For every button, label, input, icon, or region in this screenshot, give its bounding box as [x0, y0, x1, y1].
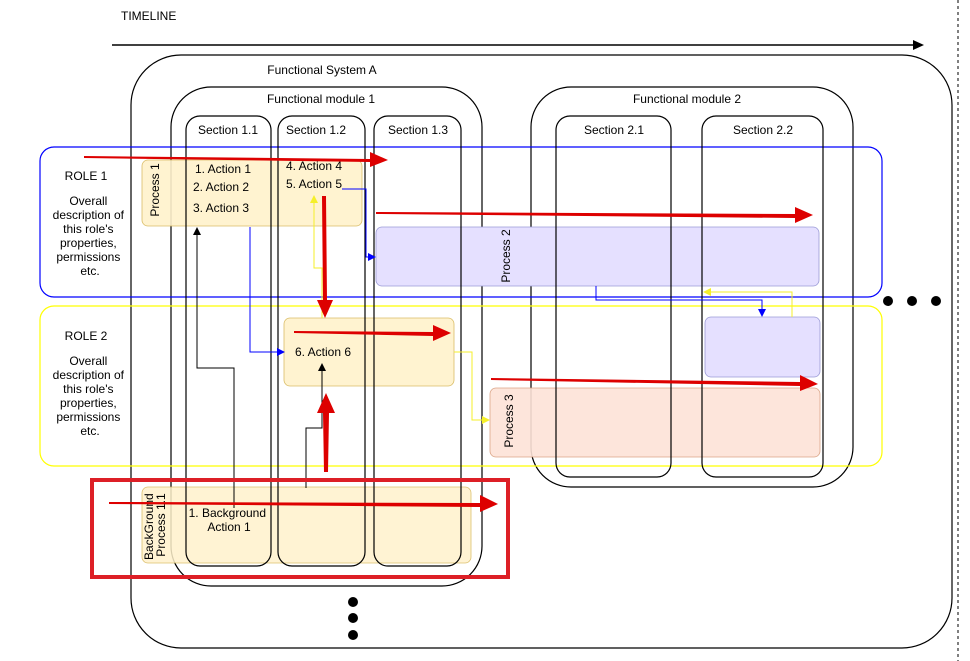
flow-arrow-role-2-a [294, 325, 451, 341]
functional-module-1-title: Functional module 1 [267, 92, 375, 106]
role-2-desc-line: Overall [69, 354, 107, 368]
action-1-text: 1. Action 1 [195, 162, 251, 176]
section-1-2-title: Section 1.2 [286, 123, 346, 137]
section-1-3-title: Section 1.3 [388, 123, 448, 137]
section-2-2-title: Section 2.2 [733, 123, 793, 137]
role-2-description: Overall description of this role's prope… [53, 354, 128, 438]
role-2-desc-line: description of [53, 368, 125, 382]
process-2-sub-box [704, 316, 821, 378]
background-process-label-line: BackGround [142, 493, 156, 560]
more-processes-dot [348, 630, 358, 640]
flow-arrow-up-from-bg [317, 393, 335, 472]
section-1-1-column [185, 115, 272, 567]
timeline-label: TIMELINE [121, 9, 176, 23]
connector-process-2-to-sub [595, 286, 766, 317]
more-processes-dot [348, 613, 358, 623]
background-action-text: 1. Background Action 1 [189, 506, 270, 534]
connector-action-5-to-process-2 [342, 188, 376, 261]
process-3-label: Process 3 [502, 394, 516, 448]
connector-bg-to-action-6 [305, 363, 326, 488]
connector-action-6-to-process-3 [454, 351, 490, 424]
role-1-desc-line: permissions [56, 250, 120, 264]
flow-arrow-background [109, 495, 498, 512]
role-2-title: ROLE 2 [65, 329, 108, 343]
section-2-1-title: Section 2.1 [584, 123, 644, 137]
section-1-3-column [373, 115, 462, 567]
section-2-2-column [701, 115, 824, 478]
section-2-1-column [555, 115, 672, 478]
process-2-box [375, 226, 820, 287]
section-1-2-column [277, 115, 366, 567]
more-processes-dot [348, 597, 358, 607]
background-highlight-frame [90, 478, 510, 579]
section-1-1-title: Section 1.1 [198, 123, 258, 137]
background-process-box [141, 486, 472, 564]
process-1-label: Process 1 [148, 163, 162, 217]
process-3-box [489, 387, 821, 458]
background-action-line: 1. Background [189, 506, 266, 520]
background-action-line: Action 1 [207, 520, 251, 534]
timeline-arrowhead [913, 40, 924, 50]
role-1-description: Overall description of this role's prope… [53, 194, 128, 278]
flow-arrow-down-to-action-6 [317, 196, 333, 318]
more-roles-dot [931, 296, 941, 306]
background-process-label-line: Process 1.1 [154, 493, 168, 557]
process-2-label: Process 2 [499, 229, 513, 283]
functional-module-1-container [170, 86, 483, 587]
role-1-desc-line: description of [53, 208, 125, 222]
action-2-text: 2. Action 2 [193, 180, 249, 194]
role-1-desc-line: this role's [63, 222, 113, 236]
functional-module-2-container [530, 86, 854, 488]
role-1-desc-line: etc. [80, 264, 99, 278]
role-2-desc-line: permissions [56, 410, 120, 424]
role-2-desc-line: this role's [63, 382, 113, 396]
flow-arrow-role-2-b [491, 375, 818, 391]
connector-action-3-to-action-6 [249, 227, 285, 356]
background-process-label: BackGround Process 1.1 [142, 490, 168, 560]
role-1-desc-line: Overall [69, 194, 107, 208]
flow-arrow-role-1-b [376, 207, 813, 223]
connector-sub-to-process-2 [703, 288, 793, 317]
connector-action-6-to-action-5 [310, 195, 323, 318]
role-1-title: ROLE 1 [65, 169, 108, 183]
functional-system-title: Functional System A [267, 63, 376, 77]
role-1-desc-line: properties, [60, 236, 117, 250]
action-6-text: 6. Action 6 [295, 345, 351, 359]
functional-system-container [130, 54, 953, 649]
more-roles-dot [883, 296, 893, 306]
action-4-text: 4. Action 4 [286, 159, 342, 173]
action-5-text: 5. Action 5 [286, 177, 342, 191]
more-roles-dot [907, 296, 917, 306]
role-2-desc-line: properties, [60, 396, 117, 410]
action-3-text: 3. Action 3 [193, 201, 249, 215]
role-2-desc-line: etc. [80, 424, 99, 438]
functional-module-2-title: Functional module 2 [633, 92, 741, 106]
connector-bg-to-action-3 [193, 227, 235, 508]
flow-arrow-role-1-a [84, 152, 388, 167]
